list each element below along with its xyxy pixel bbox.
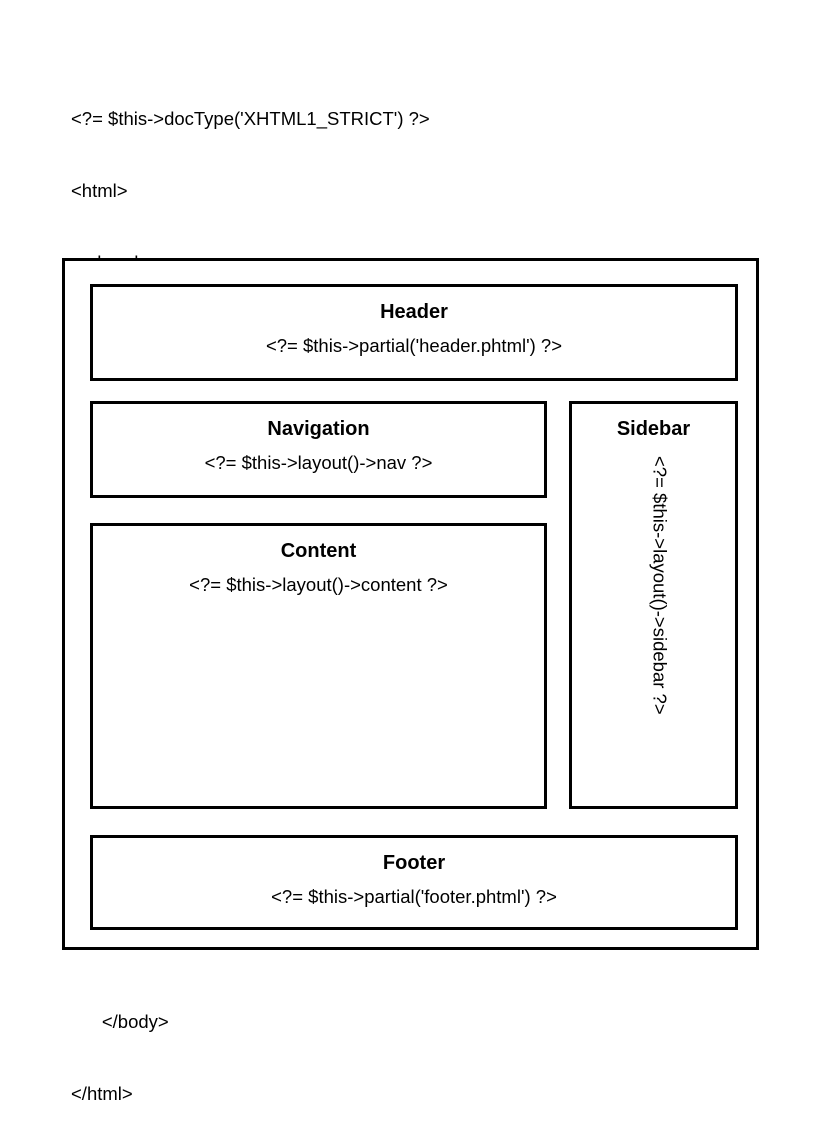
layout-diagram-frame: Header <?= $this->partial('header.phtml'… bbox=[62, 258, 759, 950]
region-header-code: <?= $this->partial('header.phtml') ?> bbox=[265, 335, 563, 356]
code-line: </body> bbox=[71, 1011, 169, 1032]
region-sidebar: Sidebar <?= $this->layout()->sidebar ?> bbox=[569, 401, 738, 809]
region-navigation-code: <?= $this->layout()->nav ?> bbox=[204, 452, 433, 473]
code-line: <html> bbox=[71, 180, 128, 201]
code-line: </html> bbox=[71, 1083, 133, 1104]
region-sidebar-title: Sidebar bbox=[616, 418, 691, 440]
region-navigation-title: Navigation bbox=[267, 418, 370, 440]
region-header: Header <?= $this->partial('header.phtml'… bbox=[90, 284, 738, 381]
region-header-title: Header bbox=[380, 301, 448, 323]
region-navigation: Navigation <?= $this->layout()->nav ?> bbox=[90, 401, 547, 498]
region-footer-title: Footer bbox=[382, 852, 446, 874]
region-content-title: Content bbox=[280, 540, 357, 562]
region-content-code: <?= $this->layout()->content ?> bbox=[189, 574, 448, 595]
region-footer-code: <?= $this->partial('footer.phtml') ?> bbox=[271, 886, 557, 907]
region-content: Content <?= $this->layout()->content ?> bbox=[90, 523, 547, 809]
region-footer: Footer <?= $this->partial('footer.phtml'… bbox=[90, 835, 738, 930]
region-sidebar-code-wrap: <?= $this->layout()->sidebar ?> bbox=[572, 456, 735, 806]
code-listing-bottom: </body> </html> bbox=[71, 962, 169, 1130]
region-sidebar-code: <?= $this->layout()->sidebar ?> bbox=[649, 456, 671, 715]
code-line: <?= $this->docType('XHTML1_STRICT') ?> bbox=[71, 108, 430, 129]
